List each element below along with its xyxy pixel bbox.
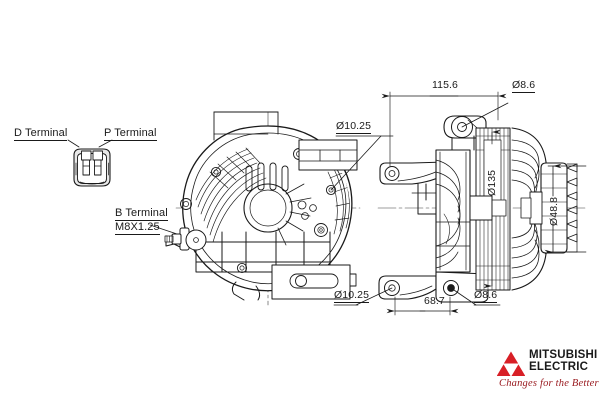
- p-terminal-leader: [98, 139, 113, 148]
- dim-hole-8-6-bottom-label: Ø8.6: [474, 289, 498, 303]
- dim-115-6: [381, 91, 507, 167]
- logo-wordmark-line1: MITSUBISHI: [529, 349, 598, 361]
- logo-tagline: Changes for the Better: [499, 378, 599, 389]
- dim-hole-8-6-top-leader: [461, 102, 509, 128]
- pulley: [540, 162, 568, 254]
- drive-end-housing: [435, 149, 471, 273]
- side-profile-view: [377, 115, 589, 303]
- logo-wordmark: MITSUBISHI ELECTRIC: [529, 349, 598, 373]
- b-terminal-label: B Terminal: [115, 207, 168, 221]
- mitsubishi-electric-logo: MITSUBISHI ELECTRIC Changes for the Bett…: [497, 349, 599, 393]
- d-terminal-leader: [67, 139, 80, 148]
- dim-48-8: [544, 163, 587, 255]
- d-terminal-label: D Terminal: [14, 127, 68, 141]
- dim-135-label: Ø135: [486, 169, 498, 196]
- dim-115-6-label: 115.6: [432, 79, 458, 91]
- logo-wordmark-line2: ELECTRIC: [529, 360, 589, 373]
- lower-mounting-ear-right: [435, 271, 489, 303]
- connector-detail: [73, 148, 111, 187]
- dim-hole-8-6-bottom-leader: [450, 287, 501, 306]
- front-end-view: [164, 111, 361, 306]
- top-connector-block: [298, 139, 358, 171]
- dim-hole-10-25-top-label: Ø10.25: [336, 120, 372, 134]
- dim-68-7-label: 68.7: [424, 295, 445, 307]
- three-diamond-mark: [497, 351, 525, 376]
- regulator-cover: [271, 264, 357, 300]
- dim-hole-10-25-bottom-label: Ø10.25: [334, 289, 370, 303]
- b-terminal-thread-label: M8X1.25: [115, 221, 160, 235]
- dim-68-7: [386, 296, 459, 316]
- dim-hole-10-25-top-leader: [330, 135, 394, 191]
- p-terminal-label: P Terminal: [104, 127, 157, 141]
- dim-hole-8-6-top-label: Ø8.6: [512, 79, 536, 93]
- dim-48-8-label: Ø48.8: [548, 196, 560, 226]
- b-terminal-stud: [164, 227, 207, 251]
